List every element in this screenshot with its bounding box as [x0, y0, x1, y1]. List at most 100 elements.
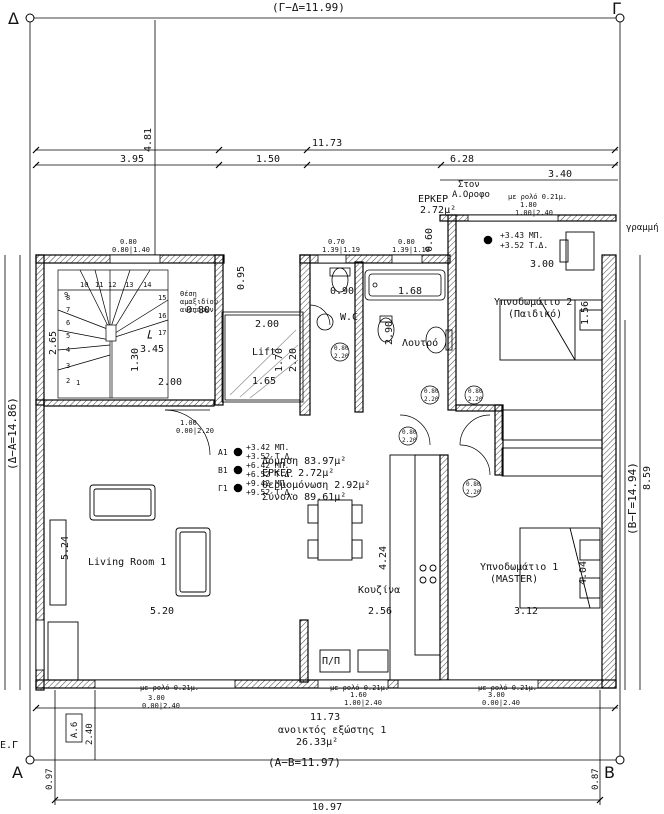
svg-text:0.95: 0.95: [236, 266, 247, 290]
ground-mark: Ε.Γ: [0, 740, 18, 751]
svg-text:με ρολό 0.21μ.: με ρολό 0.21μ.: [478, 684, 537, 692]
exterior-walls: [35, 214, 617, 691]
svg-text:1.80: 1.80: [520, 201, 537, 209]
balcony-box-label: Α.6: [70, 722, 80, 738]
svg-text:1.56: 1.56: [580, 301, 591, 325]
svg-text:+3.42 ΜΠ.: +3.42 ΜΠ.: [246, 443, 289, 452]
svg-text:14: 14: [143, 281, 151, 289]
svg-text:3.45: 3.45: [140, 344, 164, 355]
svg-text:3.00: 3.00: [488, 691, 505, 699]
label-storage-1: Θέση: [180, 290, 197, 298]
svg-text:1: 1: [76, 379, 80, 387]
room-lift: Lift: [252, 347, 276, 358]
svg-text:0.00|2.40: 0.00|2.40: [142, 702, 180, 710]
outer-dimension-lines: [4, 17, 641, 805]
svg-text:16: 16: [158, 312, 166, 320]
label-storage-2: αμαξιδίου: [180, 298, 218, 306]
svg-text:0.80: 0.80: [120, 238, 137, 246]
dim-top-seg4: 3.40: [548, 169, 572, 180]
dim-top-offset: 4.81: [143, 128, 154, 152]
svg-text:1.39|1.19: 1.39|1.19: [392, 246, 430, 254]
room-wc: W.C: [340, 312, 358, 323]
door-tags: [330, 342, 484, 498]
svg-text:2.56: 2.56: [368, 606, 392, 617]
svg-text:Γ1: Γ1: [218, 484, 228, 493]
svg-text:2.65: 2.65: [48, 331, 59, 355]
svg-text:7: 7: [66, 306, 70, 314]
svg-text:Σύνολο 89.61μ²: Σύνολο 89.61μ²: [262, 491, 346, 503]
svg-text:+3.52 Τ.Δ.: +3.52 Τ.Δ.: [500, 241, 548, 250]
dim-bottom-width: 11.73: [310, 712, 340, 723]
svg-text:+9.42 ΜΠ.: +9.42 ΜΠ.: [246, 479, 289, 488]
svg-text:1.39|1.19: 1.39|1.19: [322, 246, 360, 254]
svg-text:+6.42 ΜΠ.: +6.42 ΜΠ.: [246, 461, 289, 470]
balcony-box: [65, 713, 83, 743]
svg-text:3: 3: [66, 362, 70, 370]
label-pp: Π/Π: [322, 656, 340, 667]
stair-numbers: 1 2 3 4 5 6 7 8 9 10 11 12 13 14 15 16 1…: [64, 281, 166, 387]
svg-text:3.12: 3.12: [514, 606, 538, 617]
dim-top-seg1: 3.95: [120, 154, 144, 165]
svg-text:9: 9: [64, 291, 68, 299]
room-bedroom1: Υπνοδωμάτιο 1: [480, 561, 558, 573]
svg-text:1.30: 1.30: [130, 348, 141, 372]
svg-text:+6.52 Τ.Δ.: +6.52 Τ.Δ.: [246, 470, 294, 479]
svg-text:15: 15: [158, 294, 166, 302]
window-openings: [35, 214, 559, 689]
lift-shaft: [221, 311, 304, 403]
label-roof-1: Στον: [458, 180, 480, 190]
svg-text:10: 10: [80, 281, 88, 289]
svg-text:17: 17: [158, 329, 166, 337]
svg-text:0.60: 0.60: [424, 228, 435, 252]
svg-text:1.00|2.40: 1.00|2.40: [515, 209, 553, 217]
svg-text:4: 4: [66, 346, 70, 354]
room-bath: Λουτρό: [402, 337, 438, 349]
corner-markers: [25, 13, 625, 765]
svg-text:4.24: 4.24: [378, 546, 389, 570]
svg-text:0.80: 0.80: [402, 429, 417, 436]
room-bedroom1-sub: (MASTER): [490, 574, 538, 585]
living-furniture: [47, 454, 441, 681]
room-bedroom2: Υπνοδωμάτιο 2: [494, 296, 572, 308]
svg-text:2.20: 2.20: [466, 489, 481, 496]
svg-text:Α1: Α1: [218, 448, 228, 457]
room-labels: Living Room 1 Κουζίνα Υπνοδωμάτιο 2 (Παι…: [88, 180, 659, 748]
room-living: Living Room 1: [88, 557, 166, 568]
dim-bottom-overall: (Α−Β=11.97): [268, 756, 341, 769]
svg-text:2.20: 2.20: [424, 396, 439, 403]
svg-text:0.00|2.20: 0.00|2.20: [176, 427, 214, 435]
dim-bottom-left-v: 0.97: [45, 768, 55, 790]
svg-text:2.20: 2.20: [468, 396, 483, 403]
dim-top-width: 11.73: [312, 138, 342, 149]
svg-text:0.80: 0.80: [468, 388, 483, 395]
label-balcony-area: 26.33μ²: [296, 737, 338, 748]
svg-text:3.00: 3.00: [148, 694, 165, 702]
label-grammi: γραμμή: [626, 223, 659, 233]
room-kitchen: Κουζίνα: [358, 584, 400, 596]
svg-text:0.00|2.40: 0.00|2.40: [482, 699, 520, 707]
svg-text:0.80: 0.80: [334, 345, 349, 352]
svg-text:4.04: 4.04: [578, 561, 589, 585]
svg-text:με ρολό 0.21μ.: με ρολό 0.21μ.: [508, 193, 567, 201]
svg-text:11: 11: [95, 281, 103, 289]
door-tag-text: 0.802.20 0.802.20 0.802.20 0.802.20 0.80…: [334, 345, 483, 496]
svg-text:8: 8: [66, 294, 70, 302]
corner-label-alpha: Α: [12, 763, 23, 782]
interior-dimensions: 3.45 2.00 0.80 2.00 1.65 0.90 1.68 3.00 …: [48, 228, 591, 617]
svg-text:5.20: 5.20: [150, 606, 174, 617]
svg-text:5: 5: [66, 332, 70, 340]
svg-text:13: 13: [125, 281, 133, 289]
svg-text:12: 12: [108, 281, 116, 289]
svg-text:+9.52 Τ.Δ.: +9.52 Τ.Δ.: [246, 488, 294, 497]
svg-text:1.00: 1.00: [180, 419, 197, 427]
dimension-ticks: [32, 146, 619, 804]
corner-label-gamma: Γ: [612, 0, 621, 18]
svg-text:1.68: 1.68: [398, 286, 422, 297]
svg-text:0.80: 0.80: [186, 305, 210, 316]
window-tags: 0.800.80|1.40 0.701.39|1.19 0.801.39|1.1…: [112, 193, 567, 710]
svg-text:με ρολό 0.21μ.: με ρολό 0.21μ.: [330, 684, 389, 692]
label-roof-2: Α.Οροφο: [452, 190, 490, 200]
dim-top-seg2: 1.50: [256, 154, 280, 165]
svg-text:1.00|2.40: 1.00|2.40: [344, 699, 382, 707]
